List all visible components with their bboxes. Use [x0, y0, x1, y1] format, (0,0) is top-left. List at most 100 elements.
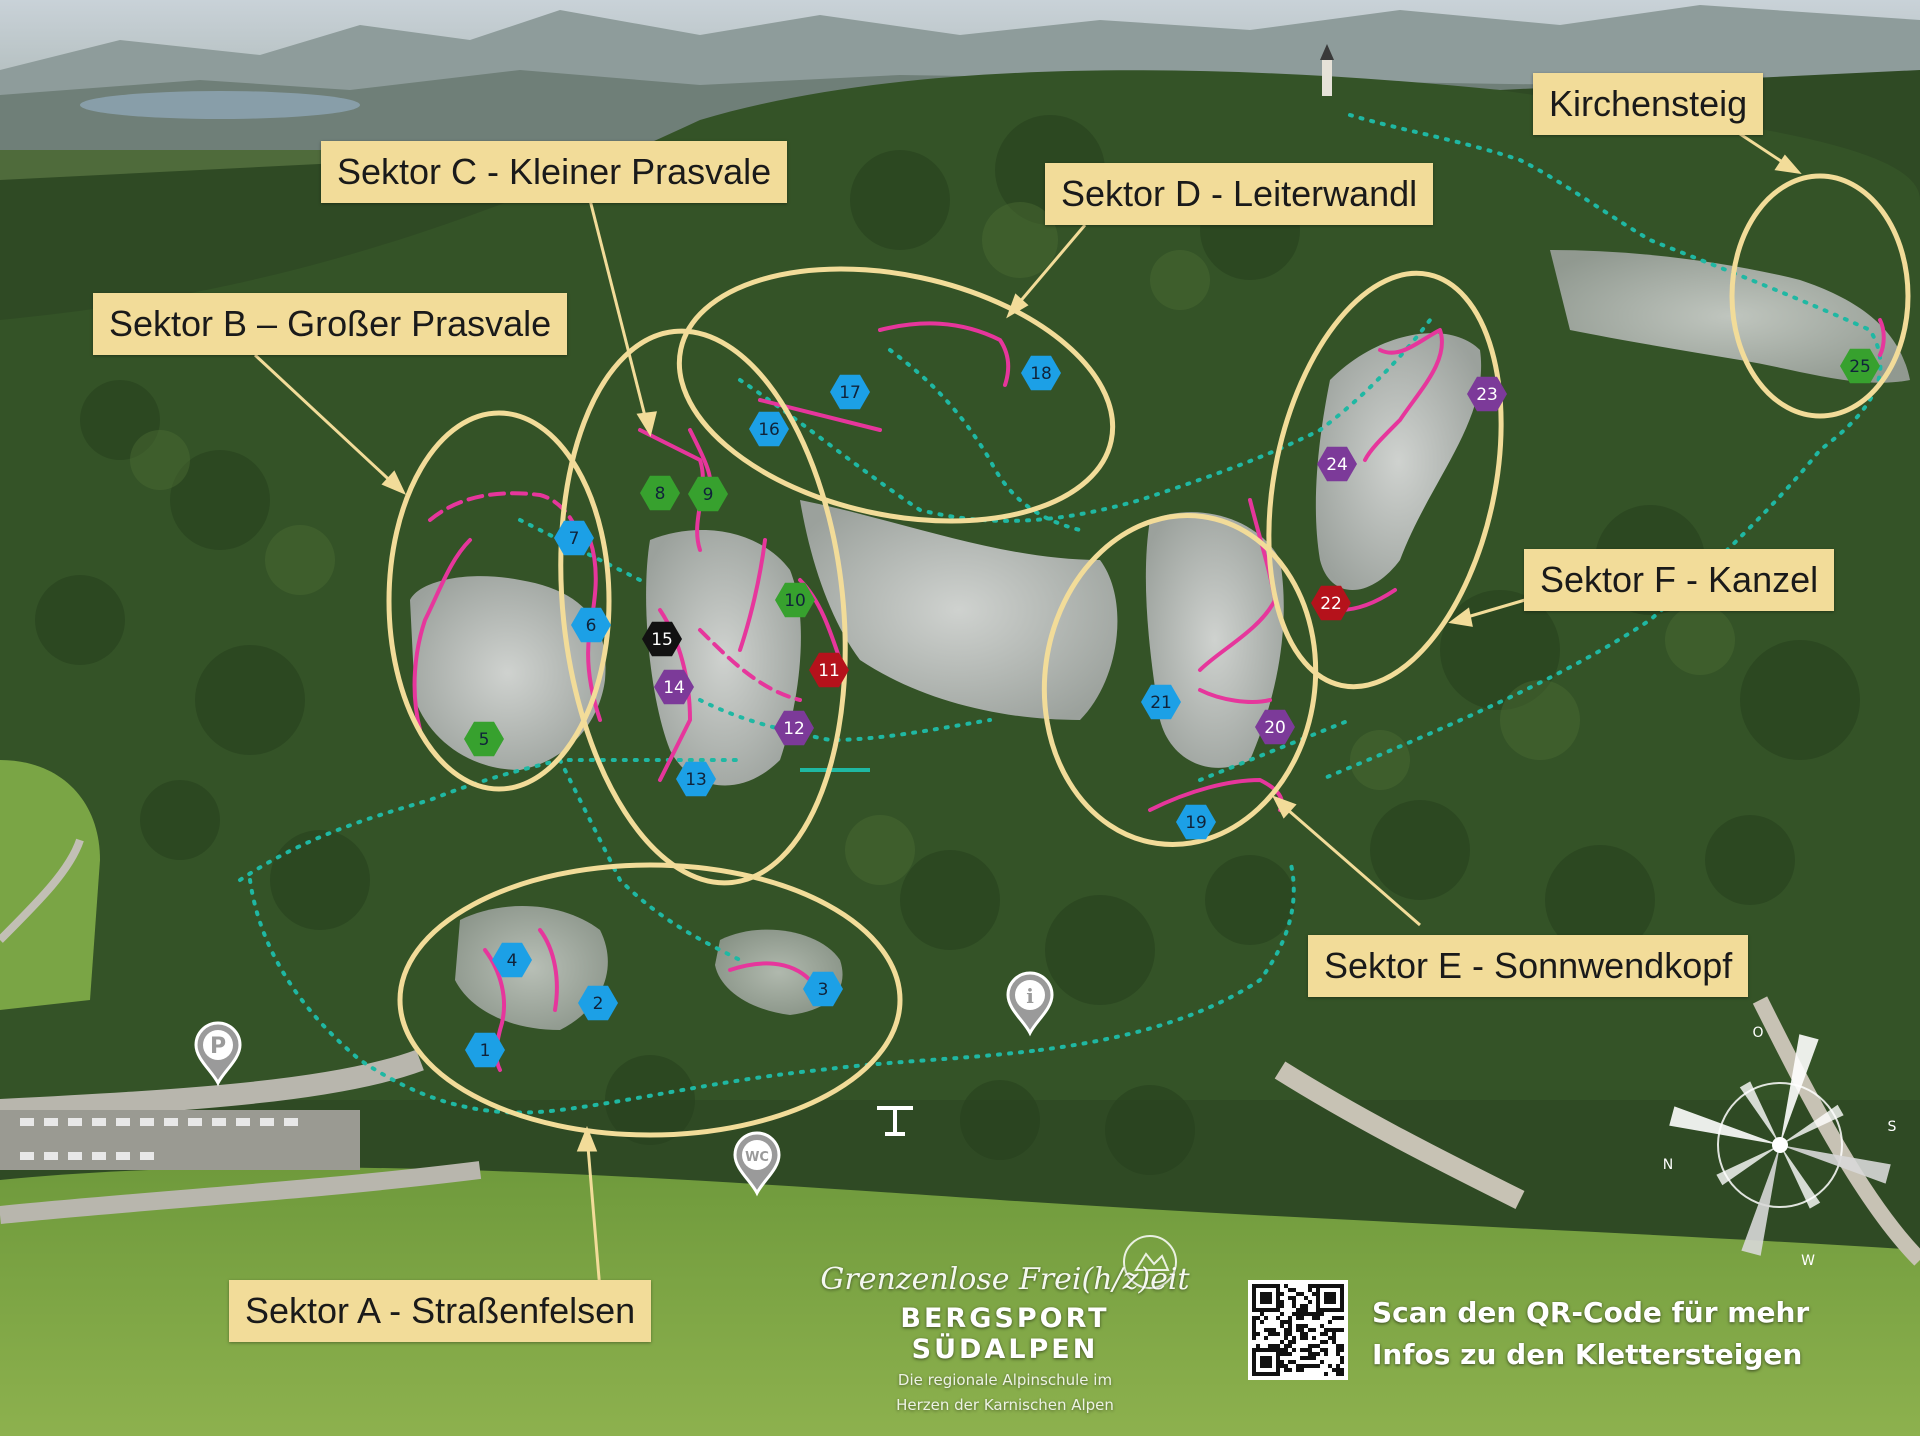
qr-module	[1328, 1320, 1332, 1324]
qr-module	[1272, 1332, 1276, 1336]
approach-trails	[238, 113, 1883, 1115]
route-marker-hexagon	[464, 721, 504, 757]
route-marker-7[interactable]: 7	[554, 520, 594, 556]
qr-module	[1312, 1344, 1316, 1348]
qr-module	[1252, 1332, 1256, 1336]
qr-module	[1340, 1360, 1344, 1364]
route-number: 4	[507, 951, 518, 971]
route-marker-25[interactable]: 25	[1840, 348, 1880, 384]
qr-module	[1280, 1312, 1284, 1316]
qr-module	[1340, 1292, 1344, 1296]
qr-module	[1272, 1348, 1276, 1352]
info-pin[interactable]: i	[1006, 971, 1054, 1037]
route-marker-24[interactable]: 24	[1317, 446, 1357, 482]
qr-module	[1332, 1328, 1336, 1332]
route-marker-hexagon	[1141, 684, 1181, 720]
qr-module	[1292, 1288, 1296, 1292]
brand-logo-icon	[1123, 1235, 1177, 1289]
route-marker-17[interactable]: 17	[830, 374, 870, 410]
route-marker-hexagon	[830, 374, 870, 410]
route-line-4	[538, 928, 559, 1012]
route-marker-22[interactable]: 22	[1311, 585, 1351, 621]
qr-module	[1336, 1328, 1340, 1332]
route-marker-16[interactable]: 16	[749, 411, 789, 447]
route-marker-hexagon	[654, 669, 694, 705]
route-line-25	[1878, 318, 1886, 357]
qr-code[interactable]	[1248, 1280, 1348, 1380]
qr-module	[1324, 1308, 1328, 1312]
qr-module	[1296, 1316, 1300, 1320]
qr-module	[1324, 1300, 1328, 1304]
route-line-3	[728, 961, 812, 982]
route-line-12	[698, 628, 802, 702]
route-marker-13[interactable]: 13	[676, 761, 716, 797]
route-line-c-top	[638, 428, 705, 552]
qr-module	[1252, 1336, 1256, 1340]
qr-module	[1268, 1356, 1272, 1360]
qr-module	[1336, 1308, 1340, 1312]
route-marker-hexagon	[676, 761, 716, 797]
qr-module	[1332, 1368, 1336, 1372]
qr-module	[1304, 1336, 1308, 1340]
route-marker-8[interactable]: 8	[640, 475, 680, 511]
route-marker-5[interactable]: 5	[464, 721, 504, 757]
qr-module	[1296, 1324, 1300, 1328]
route-marker-2[interactable]: 2	[578, 985, 618, 1021]
qr-module	[1332, 1284, 1336, 1288]
qr-module	[1252, 1352, 1256, 1356]
qr-module	[1284, 1364, 1288, 1368]
route-marker-4[interactable]: 4	[492, 942, 532, 978]
qr-module	[1332, 1296, 1336, 1300]
wc-pin[interactable]: WC	[733, 1131, 781, 1197]
route-marker-19[interactable]: 19	[1176, 804, 1216, 840]
compass-label-o: O	[1752, 1025, 1763, 1041]
route-number: 13	[685, 770, 707, 790]
route-marker-23[interactable]: 23	[1467, 376, 1507, 412]
qr-module	[1264, 1296, 1268, 1300]
route-marker-6[interactable]: 6	[571, 607, 611, 643]
qr-module	[1264, 1284, 1268, 1288]
route-number: 15	[651, 630, 673, 650]
qr-module	[1300, 1304, 1304, 1308]
qr-module	[1320, 1312, 1324, 1316]
qr-module	[1272, 1372, 1276, 1376]
qr-module	[1324, 1352, 1328, 1356]
qr-module	[1276, 1296, 1280, 1300]
route-number: 22	[1320, 594, 1342, 614]
qr-module	[1316, 1292, 1320, 1296]
route-marker-1[interactable]: 1	[465, 1032, 505, 1068]
qr-module	[1284, 1344, 1288, 1348]
qr-module	[1268, 1284, 1272, 1288]
parking-pin[interactable]: P	[194, 1021, 242, 1087]
qr-module	[1340, 1308, 1344, 1312]
route-marker-10[interactable]: 10	[775, 582, 815, 618]
route-number: 5	[479, 730, 490, 750]
qr-module	[1288, 1344, 1292, 1348]
qr-module	[1252, 1364, 1256, 1368]
route-marker-21[interactable]: 21	[1141, 684, 1181, 720]
route-marker-14[interactable]: 14	[654, 669, 694, 705]
route-marker-9[interactable]: 9	[688, 476, 728, 512]
qr-module	[1296, 1308, 1300, 1312]
route-marker-18[interactable]: 18	[1021, 355, 1061, 391]
qr-module	[1276, 1364, 1280, 1368]
qr-module	[1292, 1348, 1296, 1352]
route-marker-12[interactable]: 12	[774, 710, 814, 746]
label-leaders	[253, 130, 1802, 1291]
qr-module	[1304, 1296, 1308, 1300]
qr-module	[1304, 1364, 1308, 1368]
route-marker-20[interactable]: 20	[1255, 709, 1295, 745]
qr-module	[1272, 1308, 1276, 1312]
route-marker-11[interactable]: 11	[809, 652, 849, 688]
qr-module	[1324, 1328, 1328, 1332]
qr-module	[1328, 1328, 1332, 1332]
route-marker-3[interactable]: 3	[803, 971, 843, 1007]
qr-module	[1288, 1324, 1292, 1328]
qr-module	[1308, 1300, 1312, 1304]
route-marker-15[interactable]: 15	[642, 621, 682, 657]
qr-module	[1320, 1332, 1324, 1336]
qr-module	[1304, 1312, 1308, 1316]
qr-module	[1300, 1324, 1304, 1328]
qr-module	[1252, 1292, 1256, 1296]
